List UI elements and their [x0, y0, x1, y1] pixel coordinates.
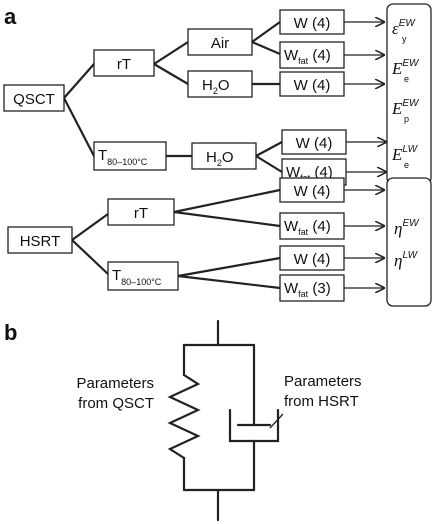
out-eta-ew: ηEW [394, 218, 420, 238]
hsrt-t-label: T80–100°C [112, 267, 162, 287]
left-caption-line1: Parameters [76, 375, 154, 392]
hsrt-tree-lines [70, 188, 282, 290]
qsct-h2o-rt-label: H2O [202, 77, 230, 96]
hsrt-root-label: HSRT [20, 233, 61, 250]
hsrt-rt-box [107, 198, 175, 226]
panel-a-label: a [4, 4, 17, 29]
qsct-tree-lines [62, 20, 284, 174]
qsct-wfat-air-label: Wfat (4) [284, 47, 331, 66]
qsct-air-box [187, 28, 253, 56]
qsct-w4-h2o-label: W (4) [294, 77, 331, 94]
qsct-rt-box [93, 49, 155, 77]
qsct-t-box [93, 141, 167, 171]
qsct-h2o-t-label: H2O [206, 149, 234, 168]
hsrt-wfat-rt-label: Wfat (4) [284, 218, 331, 237]
qsct-w4-t-label: W (4) [296, 135, 333, 152]
qsct-root-label: QSCT [13, 91, 55, 108]
spring-symbol [167, 373, 201, 460]
out-eta-lw: ηLW [394, 250, 419, 270]
hsrt-w4-t-label: W (4) [294, 251, 331, 268]
qsct-root-box [3, 84, 65, 112]
right-caption-line2: from HSRT [284, 393, 359, 410]
qsct-h2o-rt-box [187, 70, 253, 98]
hsrt-output-box [386, 177, 432, 307]
hsrt-wfat-t-label: Wfat (3) [284, 280, 331, 299]
qsct-t-main: T [98, 147, 107, 164]
hsrt-root-box [7, 226, 73, 254]
left-caption-line2: from QSCT [78, 395, 154, 412]
right-caption-line1: Parameters [284, 373, 362, 390]
hsrt-w4-rt-label: W (4) [294, 183, 331, 200]
hsrt-arrows [344, 190, 384, 288]
qsct-rt-label: rT [117, 56, 131, 73]
qsct-t-label: T80–100°C [98, 147, 148, 167]
panel-b-label: b [4, 320, 17, 345]
qsct-h2o-t-box [191, 142, 257, 170]
qsct-arrows [344, 22, 386, 172]
qsct-wfat-air-box [279, 41, 345, 69]
qsct-t-sub: 80–100°C [107, 157, 148, 167]
qsct-w4-t-box [281, 129, 347, 155]
qsct-w4-h2o-box [279, 71, 345, 97]
hsrt-wfat-t-box [279, 274, 345, 302]
hsrt-t-box [107, 261, 179, 291]
qsct-air-label: Air [211, 35, 229, 52]
hsrt-rt-label: rT [134, 205, 148, 222]
hsrt-wfat-rt-box [279, 212, 345, 240]
kelvin-voigt-model [167, 319, 284, 522]
qsct-w4-air-label: W (4) [294, 15, 331, 32]
